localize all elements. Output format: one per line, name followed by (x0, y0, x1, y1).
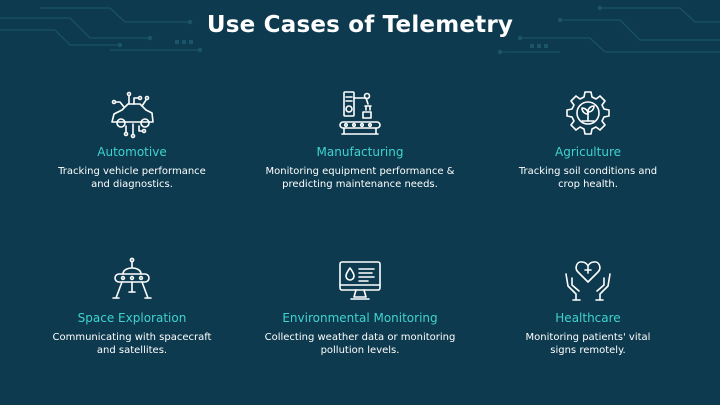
use-case-description: Communicating with spacecraft and satell… (52, 332, 212, 356)
use-case-healthcare: Healthcare Monitoring patients' vital si… (473, 254, 703, 357)
use-case-description: Collecting weather data or monitoring po… (264, 332, 456, 356)
use-case-label: Automotive (97, 145, 167, 159)
use-case-environmental-monitoring: Environmental Monitoring Collecting weat… (245, 254, 475, 357)
page-title: Use Cases of Telemetry (206, 12, 514, 38)
circuit-background (0, 5, 720, 55)
use-case-description: Tracking vehicle performance and diagnos… (58, 166, 206, 190)
monitor-water-drop-icon (334, 254, 386, 306)
gear-plant-icon (562, 88, 614, 140)
use-case-description: Monitoring patients' vital signs remotel… (525, 332, 651, 356)
use-case-description: Tracking soil conditions and crop health… (518, 166, 658, 190)
use-case-agriculture: Agriculture Tracking soil conditions and… (473, 88, 703, 191)
use-case-label: Manufacturing (316, 145, 404, 159)
use-case-label: Healthcare (555, 311, 621, 325)
use-case-space-exploration: Space Exploration Communicating with spa… (17, 254, 247, 357)
use-case-automotive: Automotive Tracking vehicle performance … (17, 88, 247, 191)
car-circuit-icon (106, 88, 158, 140)
use-case-label: Agriculture (555, 145, 621, 159)
use-case-label: Environmental Monitoring (282, 311, 438, 325)
ufo-spacecraft-icon (106, 254, 158, 306)
use-case-label: Space Exploration (77, 311, 187, 325)
use-case-manufacturing: Manufacturing Monitoring equipment perfo… (245, 88, 475, 191)
robot-arm-conveyor-icon (334, 88, 386, 140)
use-case-description: Monitoring equipment performance & predi… (265, 166, 455, 190)
hands-heart-cross-icon (562, 254, 614, 306)
